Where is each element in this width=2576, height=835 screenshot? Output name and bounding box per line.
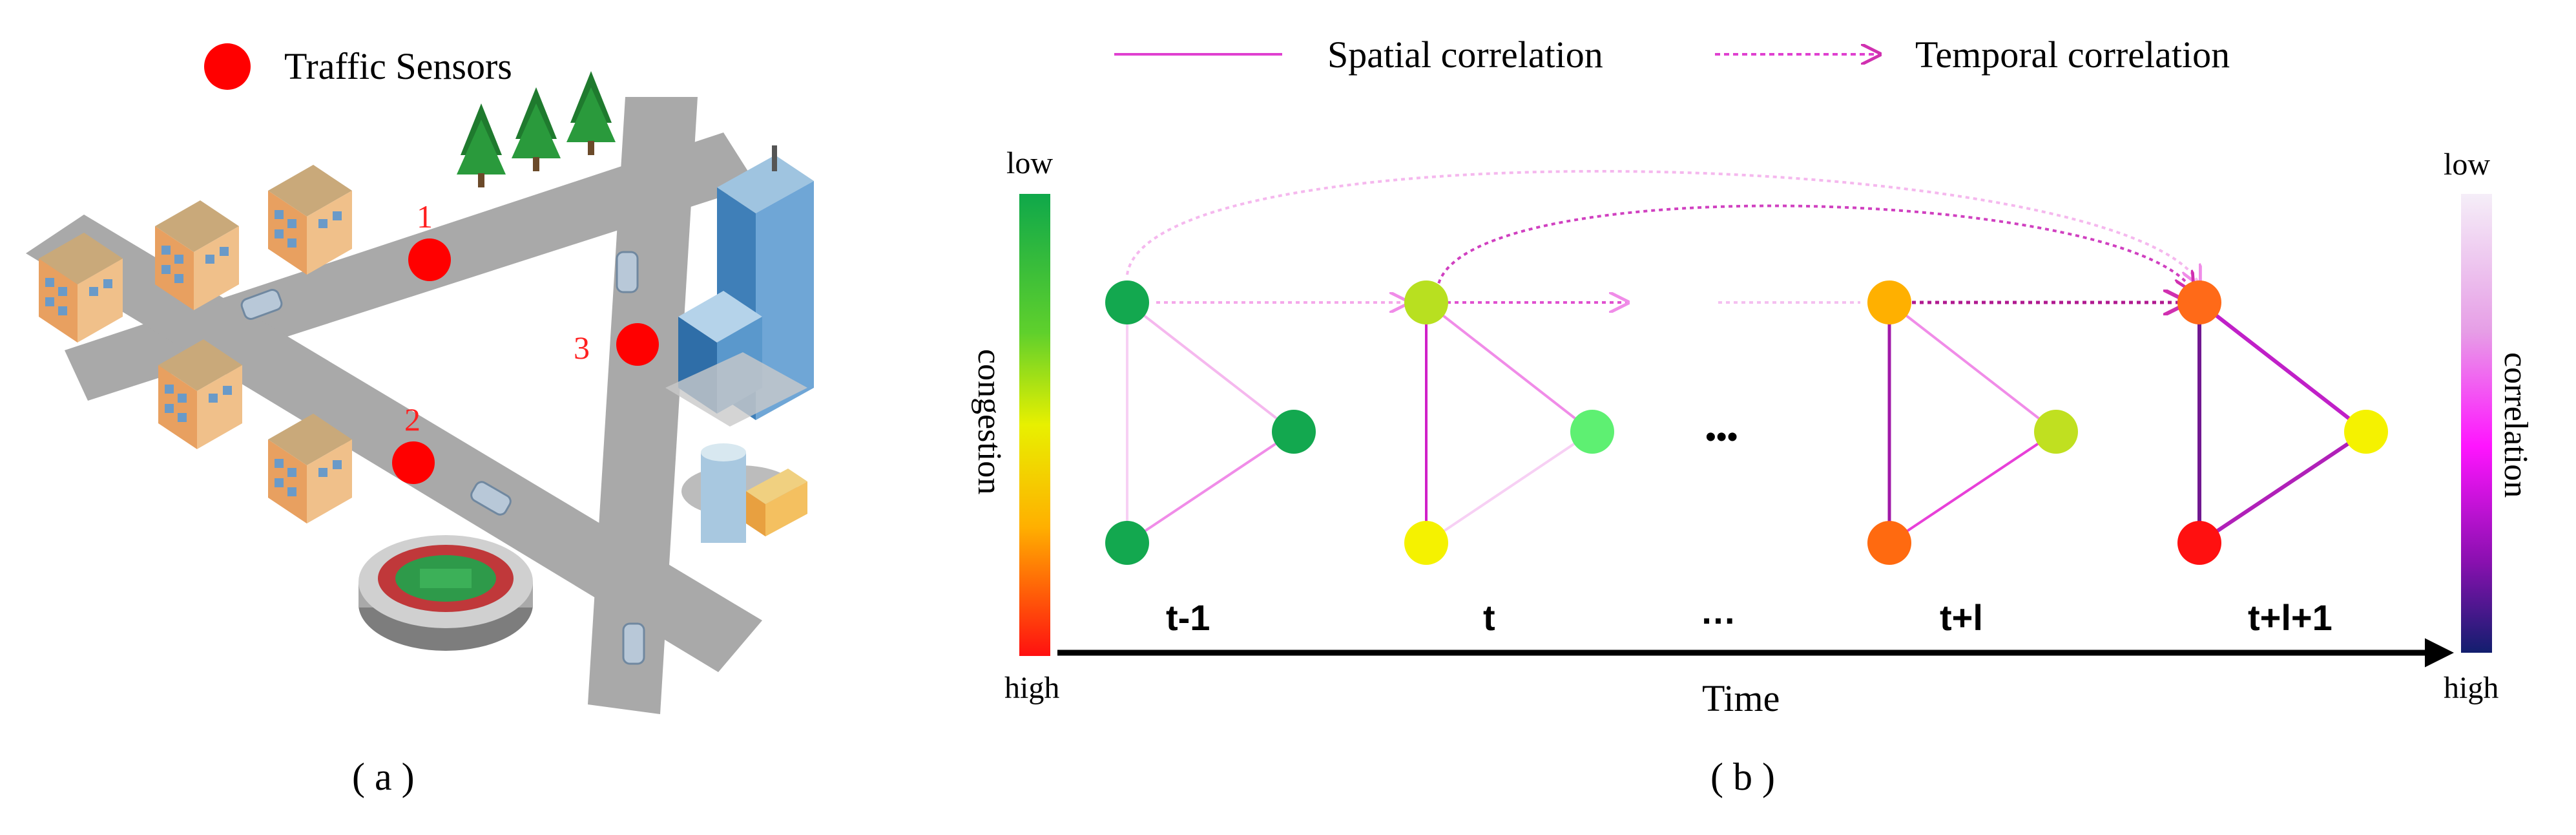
panel-a: Traffic Sensors	[26, 43, 814, 798]
graph-node	[1272, 410, 1316, 454]
congestion-color-bar	[1019, 194, 1050, 656]
graph-node	[2344, 410, 2388, 454]
correlation-bar-bottom-label: high	[2444, 671, 2498, 705]
time-axis-label: Time	[1702, 677, 1780, 719]
car-icon	[470, 481, 512, 516]
panel-b-caption: ( b )	[1710, 756, 1775, 798]
time-step-label: t+l+1	[2248, 597, 2332, 638]
vehicle-icons	[240, 251, 645, 665]
graph-node	[1570, 410, 1614, 454]
apartment-building	[155, 200, 239, 310]
graph-node	[1867, 521, 1911, 565]
sensor-1-label: 1	[417, 198, 433, 235]
graph-node	[2177, 280, 2221, 324]
time-step-label: t+l	[1940, 597, 1983, 638]
temporal-arc-t	[1436, 204, 2193, 291]
time-step-label: …	[1700, 591, 1736, 631]
sensor-1-dot	[408, 238, 451, 281]
correlation-color-bar	[2461, 194, 2492, 653]
panel-a-caption: ( a )	[352, 756, 415, 798]
ellipsis-dots: •••	[1705, 420, 1738, 454]
tree-icon	[512, 87, 561, 171]
congestion-bar-title: congestion	[971, 349, 1008, 494]
tree-icon	[457, 103, 506, 187]
skyscraper-icon	[665, 145, 814, 427]
graph-node	[1867, 280, 1911, 324]
legend-sensor-label: Traffic Sensors	[284, 45, 512, 87]
correlation-bar-title: correlation	[2497, 352, 2534, 498]
road-lower	[26, 215, 762, 672]
congestion-bar-top-label: low	[1006, 146, 1053, 180]
road-vertical	[588, 97, 698, 714]
apartment-building	[158, 339, 242, 449]
stadium-icon	[358, 535, 533, 651]
apartment-building	[268, 414, 352, 523]
apartment-building	[268, 165, 352, 275]
temporal-arc-t-1	[1126, 169, 2199, 284]
graph-node	[1105, 521, 1149, 565]
legend-sensor-dot	[204, 43, 251, 90]
office-building-icon	[681, 443, 807, 543]
graph-node	[1404, 280, 1448, 324]
graph-node	[2177, 521, 2221, 565]
graph-node	[1105, 280, 1149, 324]
correlation-bar-top-label: low	[2444, 147, 2490, 182]
time-step-label: t	[1483, 597, 1495, 638]
congestion-bar-bottom-label: high	[1004, 671, 1059, 705]
legend-temporal-label: Temporal correlation	[1915, 34, 2230, 76]
apartment-buildings	[39, 165, 352, 523]
sensor-3-label: 3	[574, 330, 590, 366]
sensor-group: 1 2 3	[392, 198, 659, 484]
sensor-2-label: 2	[404, 401, 421, 438]
car-icon	[240, 289, 283, 320]
graph-t-plus-l-plus-1	[2177, 280, 2388, 565]
tree-icon	[566, 71, 616, 155]
legend-spatial-label: Spatial correlation	[1327, 34, 1603, 76]
car-icon	[616, 251, 639, 293]
graph-t-plus-l	[1867, 280, 2078, 565]
car-icon	[622, 622, 645, 665]
graph-t-1	[1105, 280, 1316, 565]
graph-node	[2034, 410, 2078, 454]
apartment-building	[39, 233, 123, 343]
graph-t	[1404, 280, 1614, 565]
panel-b: Spatial correlation Temporal correlation…	[971, 34, 2534, 798]
graph-node	[1404, 521, 1448, 565]
time-step-label: t-1	[1166, 597, 1210, 638]
tree-icons	[457, 71, 616, 187]
sensor-3-dot	[616, 323, 659, 366]
sensor-2-dot	[392, 441, 435, 484]
